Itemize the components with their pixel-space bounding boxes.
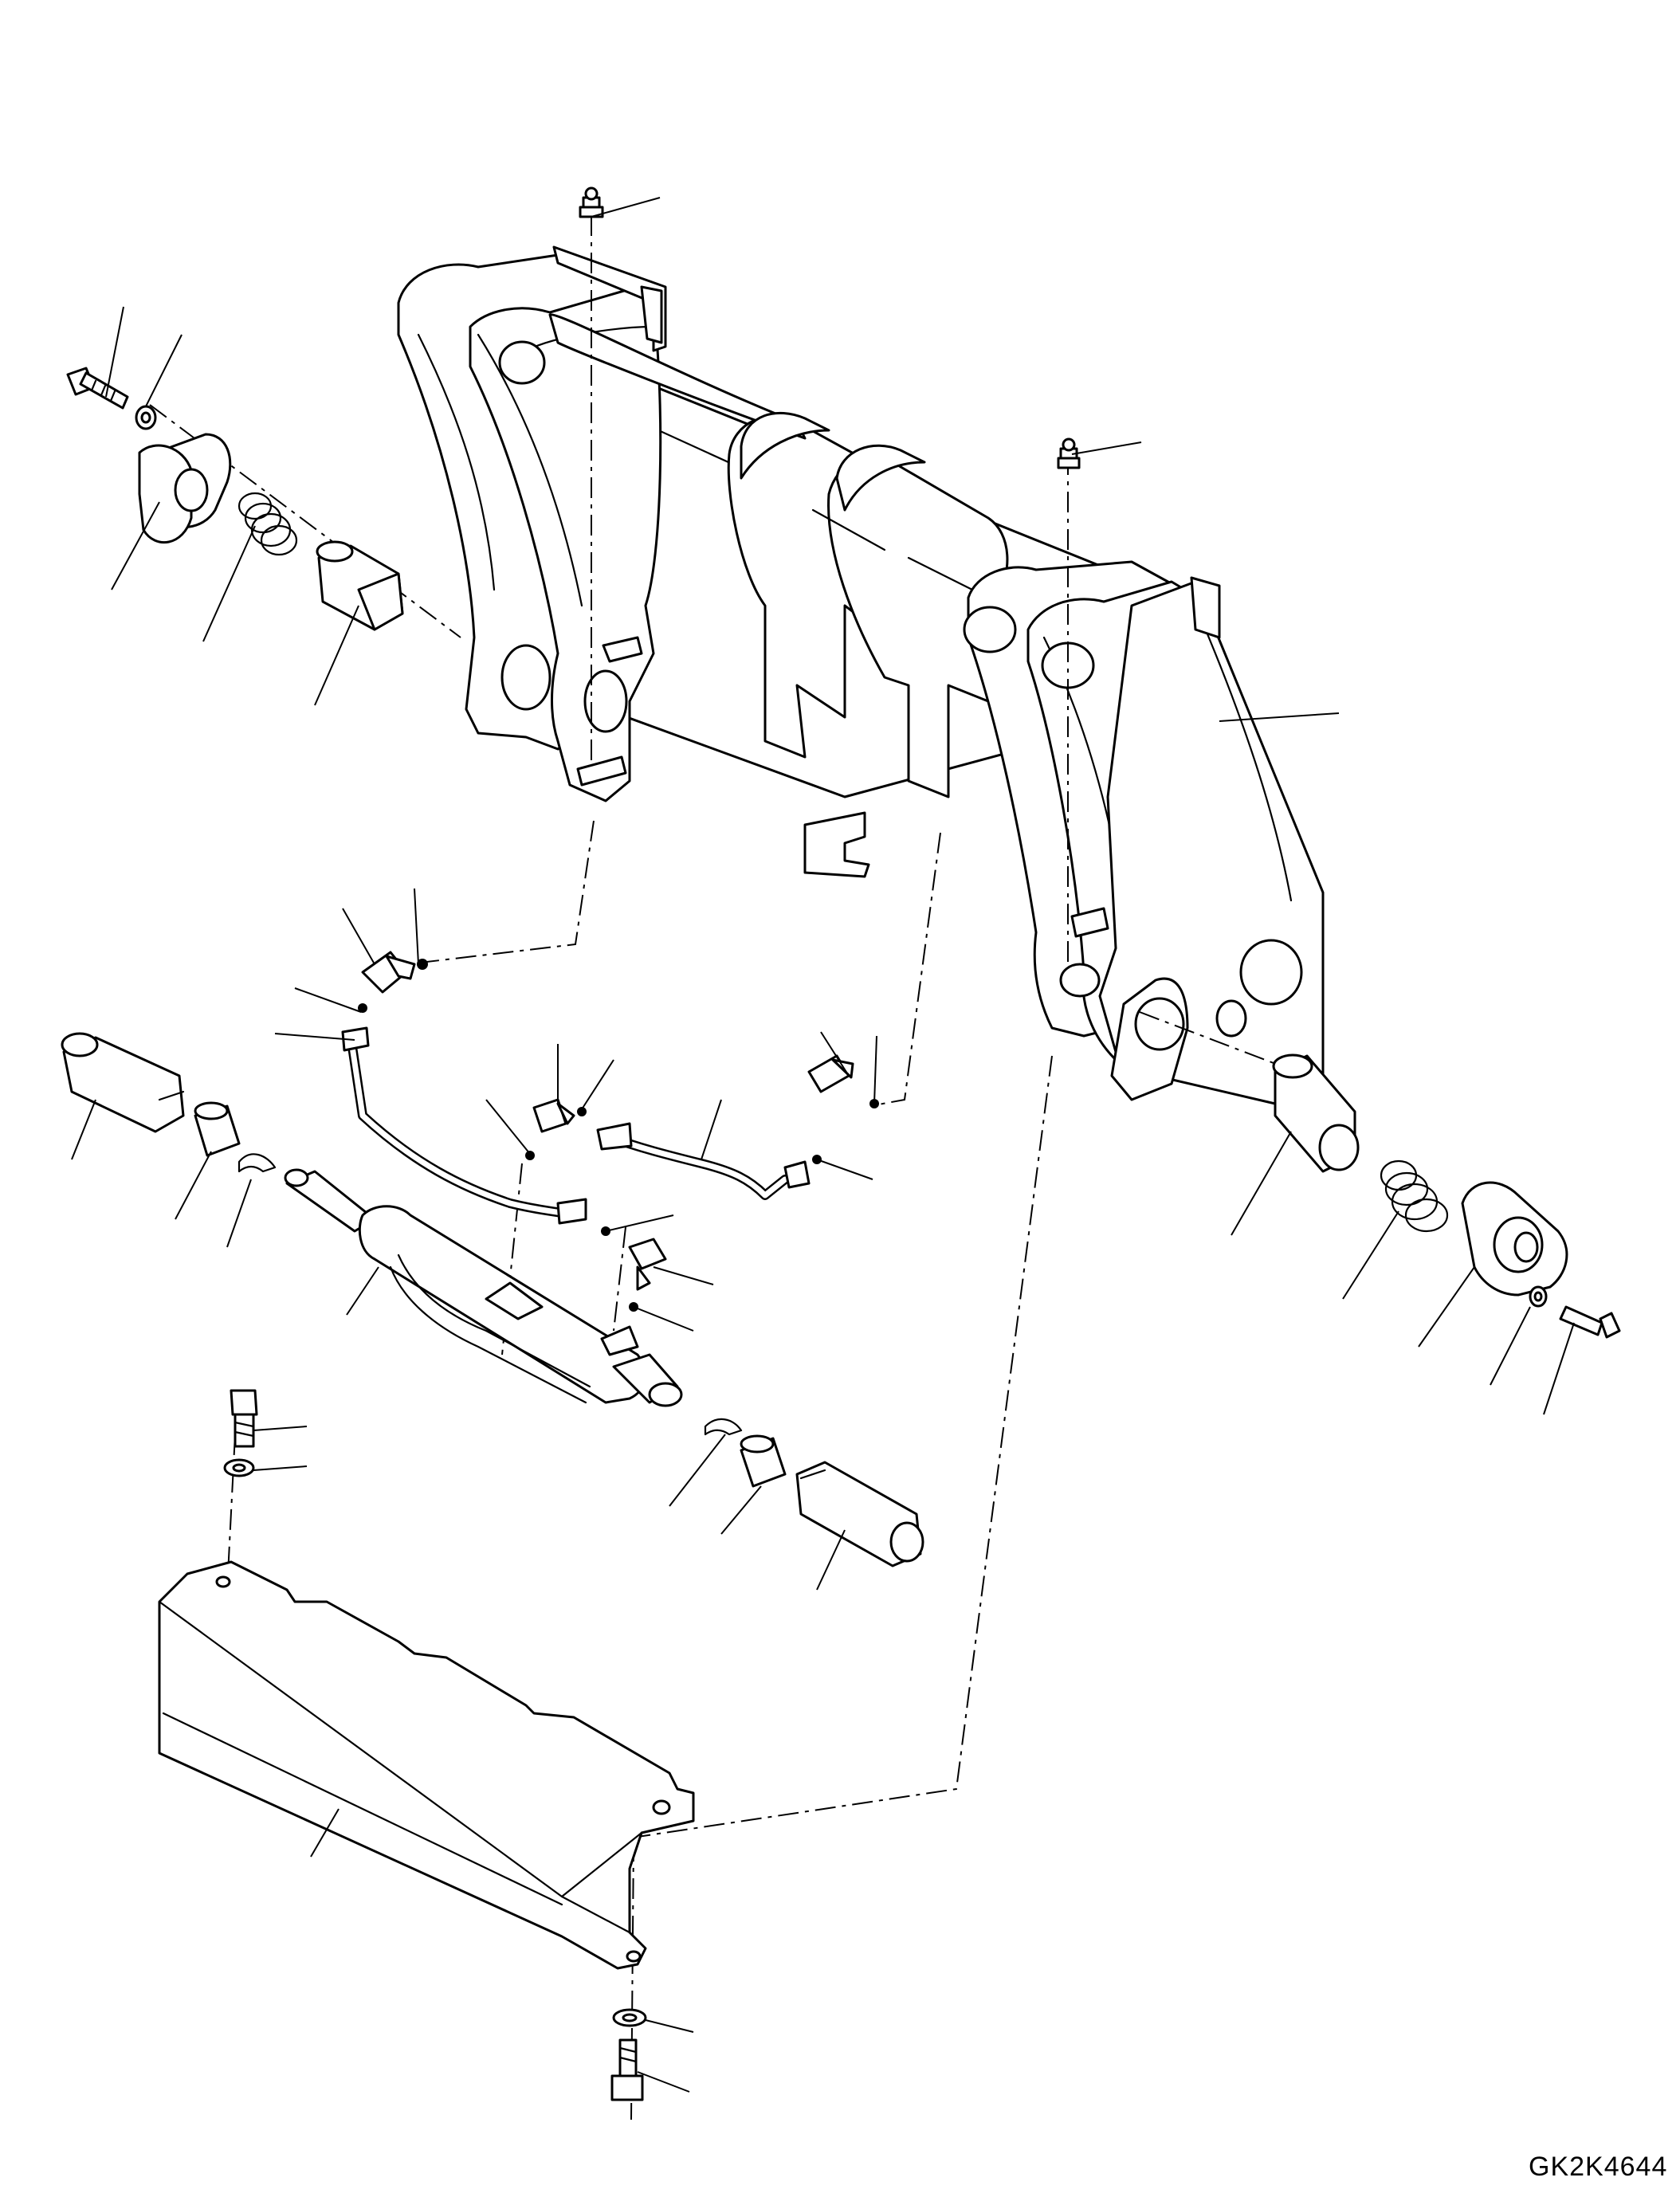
washer-guard-bottom	[612, 2008, 647, 2027]
hose-end-fittings	[341, 1026, 811, 1225]
spring-left	[237, 492, 298, 556]
elbow-fitting-cylinder	[628, 1238, 667, 1291]
o-rings	[358, 959, 879, 1312]
retainer-plate-left	[138, 433, 232, 543]
lock-clip-right	[704, 1418, 743, 1436]
bolt-left-top	[66, 367, 129, 410]
pin-left	[316, 540, 404, 631]
bushing-left	[194, 1101, 241, 1157]
bushing-right	[740, 1434, 787, 1488]
coupler-frame	[397, 245, 1325, 1105]
washer-right	[1529, 1285, 1548, 1308]
elbow-fitting-top-right	[807, 1054, 854, 1093]
cylinder-pin-right	[795, 1461, 924, 1567]
guard-plate	[158, 1560, 695, 1970]
lock-clip-left	[237, 1153, 277, 1173]
drawing-id-label: GK2K4644	[1529, 2152, 1668, 2182]
hose-left	[346, 1031, 579, 1220]
hydraulic-cylinder	[284, 1168, 683, 1407]
pin-right	[1272, 1053, 1360, 1173]
grease-fitting-left	[579, 186, 604, 218]
elbow-fitting-center	[532, 1098, 575, 1133]
grease-fitting-right	[1057, 437, 1081, 469]
bolt-guard-bottom	[610, 2038, 644, 2101]
bolt-guard-top	[230, 1389, 258, 1448]
elbow-fitting-top-left	[361, 951, 416, 994]
retainer-plate-right	[1461, 1181, 1568, 1297]
cylinder-pin-left	[61, 1032, 185, 1133]
washer-left-top	[135, 405, 157, 430]
hose-right	[601, 1131, 790, 1200]
spring-right	[1380, 1159, 1449, 1233]
bolt-right	[1559, 1305, 1621, 1339]
washer-guard-top	[223, 1458, 255, 1477]
leader-lines	[71, 197, 1575, 2093]
